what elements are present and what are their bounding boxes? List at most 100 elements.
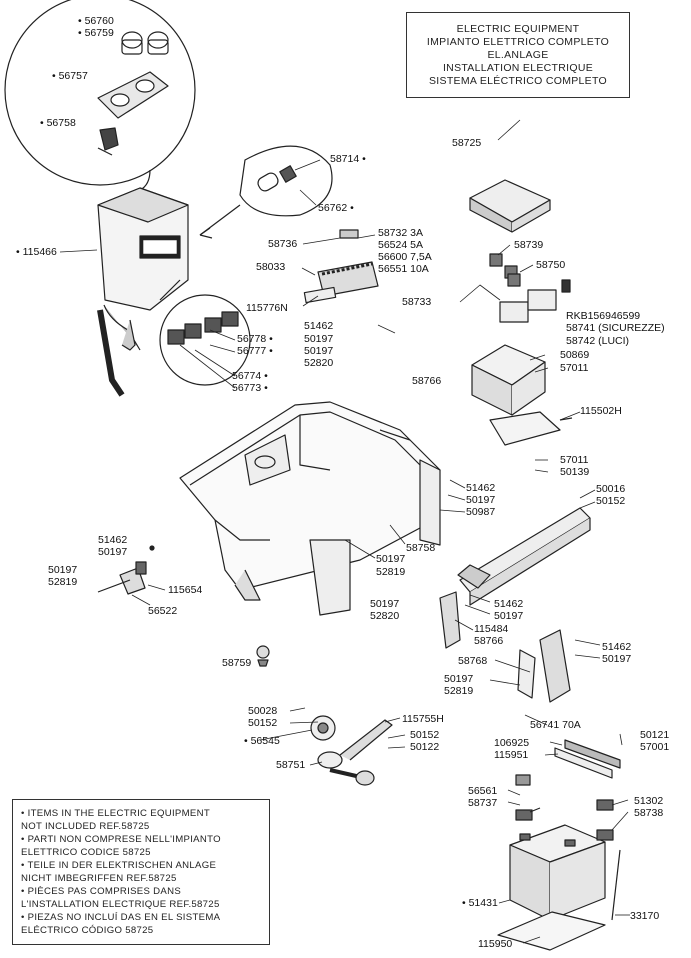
part-label-58750: 58750 bbox=[536, 259, 566, 271]
part-label-50197: 50197 bbox=[48, 564, 78, 576]
note-line: L'INSTALLATION ELECTRIQUE REF.58725 bbox=[21, 899, 220, 910]
title-line-es: SISTEMA ELÉCTRICO COMPLETO bbox=[429, 74, 607, 87]
part-label-52820: 52820 bbox=[304, 357, 334, 369]
part-label-52819: 52819 bbox=[444, 685, 474, 697]
note-line: • PIÈCES PAS COMPRISES DANS bbox=[21, 886, 182, 897]
part-label-50197: 50197 bbox=[376, 553, 406, 565]
part-label-50197: 50197 bbox=[444, 673, 474, 685]
title-line-en: ELECTRIC EQUIPMENT bbox=[456, 22, 580, 35]
part-label-115950: 115950 bbox=[478, 938, 513, 950]
key-switch-detail bbox=[199, 145, 333, 239]
part-label-58732: 58732 3A bbox=[378, 227, 423, 239]
connector-58759 bbox=[256, 645, 270, 667]
title-line-fr: INSTALLATION ELECTRIQUE bbox=[442, 61, 594, 74]
title-line-it: IMPIANTO ELETTRICO COMPLETO bbox=[426, 35, 610, 48]
part-label-50152: 50152 bbox=[410, 729, 440, 741]
part-label-50152: 50152 bbox=[596, 495, 626, 507]
part-label-50197: 50197 bbox=[98, 546, 128, 558]
part-label-58766: 58766 bbox=[412, 375, 442, 387]
part-label-115654: 115654 bbox=[168, 584, 203, 596]
note-line: • ITEMS IN THE ELECTRIC EQUIPMENT bbox=[21, 808, 210, 819]
rear-bracket bbox=[457, 507, 591, 606]
part-label-33170: 33170 bbox=[630, 910, 660, 922]
part-label-51462: 51462 bbox=[98, 534, 128, 546]
relay-cluster bbox=[489, 253, 571, 323]
part-label-56773: 56773 • bbox=[232, 382, 268, 394]
part-label-56522: 56522 bbox=[148, 605, 178, 617]
part-label-50197: 50197 bbox=[466, 494, 496, 506]
part-label-52820: 52820 bbox=[370, 610, 400, 622]
part-label-56545: • 56545 bbox=[244, 735, 280, 747]
main-chassis-frame bbox=[179, 401, 441, 616]
part-label-50121: 50121 bbox=[640, 729, 670, 741]
part-label-50139: 50139 bbox=[560, 466, 590, 478]
part-label-50152: 50152 bbox=[248, 717, 278, 729]
leader-lines bbox=[59, 119, 630, 944]
part-label-57001: 57001 bbox=[640, 741, 670, 753]
part-label-115484: 115484 bbox=[474, 623, 509, 635]
part-label-56524: 56524 5A bbox=[378, 239, 423, 251]
battery bbox=[497, 824, 606, 951]
part-label-56551: 56551 10A bbox=[378, 263, 429, 275]
pedal-assembly bbox=[317, 719, 393, 786]
title-line-de: EL.ANLAGE bbox=[487, 48, 549, 61]
part-label-50197: 50197 bbox=[304, 333, 334, 345]
part-label-115776n: 115776N bbox=[246, 302, 288, 314]
mid-bracket bbox=[439, 591, 571, 703]
part-label-56777: 56777 • bbox=[237, 345, 273, 357]
part-label-58738: 58738 bbox=[634, 807, 664, 819]
part-label-58737: 58737 bbox=[468, 797, 498, 809]
part-label-58768: 58768 bbox=[458, 655, 488, 667]
part-label-58766: 58766 bbox=[474, 635, 504, 647]
part-label-58741: 58741 (SICUREZZE) bbox=[566, 322, 665, 334]
part-label-56759: • 56759 bbox=[78, 27, 114, 39]
note-line: ELETTRICO CODICE 58725 bbox=[21, 847, 151, 858]
fuse-holder bbox=[303, 229, 379, 304]
part-label-50028: 50028 bbox=[248, 705, 278, 717]
part-label-56762: 56762 • bbox=[318, 202, 354, 214]
part-label-52819: 52819 bbox=[376, 566, 406, 578]
note-box: • ITEMS IN THE ELECTRIC EQUIPMENT NOT IN… bbox=[12, 799, 270, 945]
part-label-56561: 56561 bbox=[468, 785, 498, 797]
part-label-58758: 58758 bbox=[406, 542, 436, 554]
note-line: ELÉCTRICO CÓDIGO 58725 bbox=[21, 925, 154, 936]
part-label-56774: 56774 • bbox=[232, 370, 268, 382]
part-label-106925: 106925 bbox=[494, 737, 530, 749]
left-switch-assembly bbox=[97, 545, 155, 595]
part-label-58033: 58033 bbox=[256, 261, 286, 273]
part-label-50197: 50197 bbox=[602, 653, 632, 665]
part-label-rkb156946599: RKB156946599 bbox=[566, 310, 641, 322]
part-label-58733: 58733 bbox=[402, 296, 432, 308]
note-line: NICHT IMBEGRIFFEN REF.58725 bbox=[21, 873, 177, 884]
note-line: • TEILE IN DER ELEKTRISCHEN ANLAGE bbox=[21, 860, 217, 871]
part-label-56760: • 56760 bbox=[78, 15, 114, 27]
part-label-51462: 51462 bbox=[494, 598, 524, 610]
part-label-50197: 50197 bbox=[370, 598, 400, 610]
part-label-56778: 56778 • bbox=[237, 333, 273, 345]
part-label-50197: 50197 bbox=[304, 345, 334, 357]
electrical-box bbox=[471, 344, 573, 446]
note-line: • PIEZAS NO INCLUÍ DAS EN EL SISTEMA bbox=[21, 912, 221, 923]
dashboard-console bbox=[97, 187, 189, 397]
part-label-51462: 51462 bbox=[466, 482, 496, 494]
battery-straps bbox=[515, 739, 621, 921]
part-label-50197: 50197 bbox=[494, 610, 524, 622]
part-label-58759: 58759 bbox=[222, 657, 252, 669]
part-label-51431: • 51431 bbox=[462, 897, 498, 909]
part-label-51302: 51302 bbox=[634, 795, 664, 807]
part-label-58751: 58751 bbox=[276, 759, 306, 771]
part-label-56600: 56600 7,5A bbox=[378, 251, 432, 263]
part-label-50016: 50016 bbox=[596, 483, 626, 495]
title-box: ELECTRIC EQUIPMENT IMPIANTO ELETTRICO CO… bbox=[406, 12, 630, 98]
part-label-58725: 58725 bbox=[452, 137, 482, 149]
part-label-57011: 57011 bbox=[560, 454, 589, 466]
part-label-50987: 50987 bbox=[466, 506, 496, 518]
part-label-115502h: 115502H bbox=[580, 405, 622, 417]
horn bbox=[310, 715, 336, 741]
relay-detail-circle bbox=[159, 279, 251, 386]
part-label-115951: 115951 bbox=[494, 749, 529, 761]
switch-detail-circle bbox=[4, 0, 196, 191]
note-line: • PARTI NON COMPRESE NELL'IMPIANTO bbox=[21, 834, 221, 845]
part-label-51462: 51462 bbox=[304, 320, 334, 332]
